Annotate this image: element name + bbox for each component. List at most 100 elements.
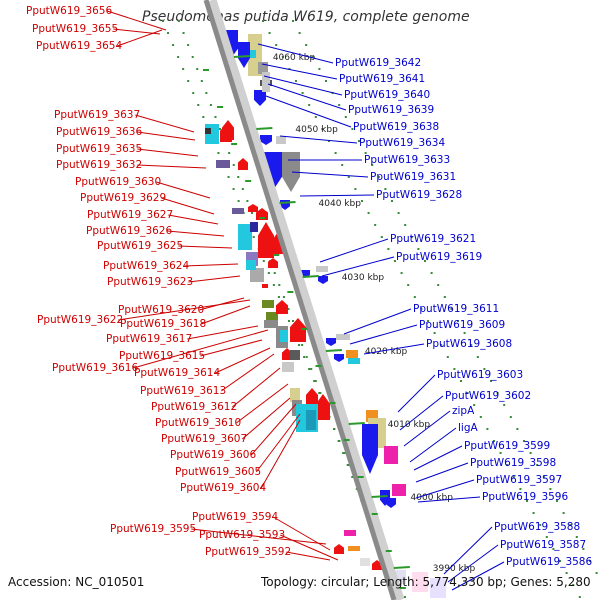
right-label-leader [299, 194, 375, 197]
forward-gene-arrow [238, 42, 250, 68]
track-dot [420, 308, 423, 310]
left-label-leader [187, 325, 259, 340]
track-dot [503, 404, 506, 406]
left-gene-label: PputW619_3624 [103, 260, 189, 272]
gene-block [290, 350, 300, 360]
right-label-leader [343, 308, 412, 335]
track-dot [483, 368, 486, 370]
left-label-leader [191, 528, 327, 545]
track-dot [282, 296, 285, 298]
track-dot [196, 68, 199, 70]
kbp-tick [233, 55, 250, 58]
gene-block [346, 350, 358, 358]
left-gene-label: PputW619_3606 [170, 449, 256, 461]
left-gene-label: PputW619_3605 [175, 466, 261, 478]
track-dot [506, 464, 509, 466]
left-label-leader [135, 114, 195, 133]
track-dot [493, 440, 495, 442]
right-gene-label: PputW619_3587 [500, 539, 586, 551]
reverse-gene-arrow [222, 120, 234, 140]
left-label-leader [133, 329, 269, 369]
right-label-leader [321, 256, 395, 277]
track-dot [325, 80, 327, 82]
kbp-label: 4030 kbp [342, 273, 385, 283]
left-label-leader [260, 419, 301, 489]
left-label-leader [117, 29, 163, 47]
reverse-gene-arrow [276, 300, 288, 314]
track-dot [499, 452, 502, 454]
right-gene-label: PputW619_3640 [344, 89, 430, 101]
track-dot [397, 212, 400, 214]
left-label-leader [137, 164, 207, 169]
left-gene-label: PputW619_3595 [110, 523, 196, 535]
track-dot [267, 272, 270, 274]
track-dot [347, 176, 350, 178]
track-dot [433, 332, 436, 334]
track-dot [344, 116, 347, 118]
right-gene-label: PputW619_3588 [494, 521, 580, 533]
right-gene-label: PputW619_3596 [482, 491, 568, 503]
track-dot [303, 356, 306, 358]
right-label-leader [291, 171, 369, 178]
right-label-leader [397, 374, 436, 413]
gene-block [262, 284, 268, 288]
right-label-leader [267, 83, 347, 111]
right-gene-label: PputW619_3628 [376, 189, 462, 201]
right-gene-label: PputW619_3609 [419, 319, 505, 331]
track-dot [167, 32, 170, 34]
track-dot [241, 188, 244, 190]
forward-gene-arrow [326, 338, 336, 346]
track-dot [542, 476, 545, 478]
right-label-leader [415, 462, 469, 483]
track-dot [295, 80, 297, 82]
forward-gene-arrow [386, 498, 396, 508]
left-gene-label: PputW619_3627 [87, 209, 173, 221]
kbp-tick [302, 275, 319, 278]
track-dot [437, 284, 440, 286]
track-dot [341, 164, 344, 166]
kbp-tick [371, 495, 388, 498]
track-dot [519, 488, 522, 490]
gene-block [246, 260, 256, 270]
track-dot [545, 536, 548, 538]
gene-block [348, 546, 360, 551]
track-dot [589, 560, 591, 562]
track-dot [281, 56, 284, 58]
right-label-leader [263, 75, 343, 96]
right-label-leader [399, 395, 444, 431]
left-gene-label: PputW619_3636 [56, 126, 142, 138]
left-gene-label: PputW619_3635 [56, 143, 142, 155]
track-dot [403, 596, 406, 598]
gene-block [396, 570, 406, 584]
left-gene-label: PputW619_3610 [155, 417, 241, 429]
track-dot [384, 188, 387, 190]
reverse-gene-arrow [306, 388, 318, 406]
gene-block [306, 410, 316, 430]
left-gene-label: PputW619_3625 [97, 240, 183, 252]
gene-block [360, 558, 370, 566]
track-dot [562, 512, 565, 514]
track-dot [275, 44, 278, 46]
track-dot [298, 344, 301, 346]
track-dot [301, 344, 304, 346]
left-label-leader [221, 353, 275, 392]
gene-block [344, 530, 356, 536]
track-dot [205, 92, 208, 94]
right-label-leader [443, 526, 493, 575]
track-dot [250, 212, 253, 214]
track-dot [273, 272, 276, 274]
left-label-leader [280, 534, 339, 561]
track-dot [311, 56, 314, 58]
track-dot [380, 236, 383, 238]
track-dot [364, 152, 367, 154]
left-label-leader [250, 403, 297, 456]
left-label-leader [255, 413, 301, 473]
track-dot [292, 320, 294, 322]
track-dot [305, 44, 308, 46]
kbp-label: 4000 kbp [411, 493, 454, 503]
right-gene-label: PputW619_3634 [359, 137, 445, 149]
left-gene-label: PputW619_3629 [80, 192, 166, 204]
track-dot [301, 92, 304, 94]
track-dot [237, 176, 240, 178]
track-dot [532, 512, 535, 514]
